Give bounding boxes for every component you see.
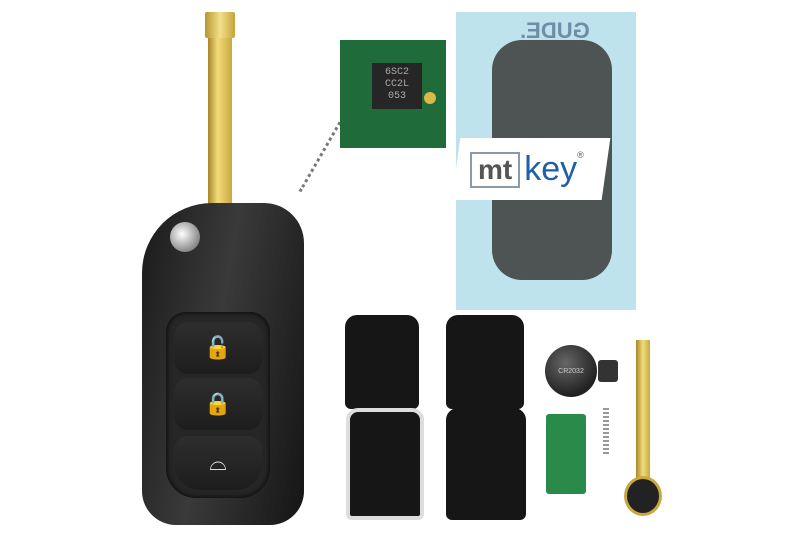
chip-marking: 6SC2 bbox=[384, 67, 409, 78]
lock-icon: 🔒 bbox=[204, 391, 232, 416]
trunk-icon: ⌓ bbox=[209, 450, 227, 475]
unlock-icon: 🔓 bbox=[204, 335, 232, 360]
spare-blade bbox=[636, 340, 650, 480]
coin-battery: CR2032 bbox=[545, 345, 597, 397]
shell-part bbox=[446, 408, 526, 520]
shell-part bbox=[346, 408, 424, 520]
logo-key: key bbox=[524, 150, 578, 188]
circuit-board bbox=[546, 414, 586, 494]
chip-marking: 053 bbox=[387, 91, 406, 102]
solder-pad bbox=[424, 92, 436, 104]
battery-label: CR2032 bbox=[558, 367, 584, 375]
lock-button: 🔒 bbox=[174, 378, 262, 430]
key-blade bbox=[208, 14, 232, 209]
spring bbox=[603, 408, 609, 456]
shell-part bbox=[345, 315, 419, 409]
key-blade-tip bbox=[205, 12, 235, 38]
manual-title: GUDE. bbox=[520, 18, 590, 43]
unlock-button: 🔓 bbox=[174, 322, 262, 374]
logo-mt: mt bbox=[470, 151, 521, 188]
small-button bbox=[598, 360, 618, 382]
chip-marking: CC2L bbox=[384, 79, 409, 90]
shell-part bbox=[446, 315, 524, 409]
trunk-button: ⌓ bbox=[174, 436, 262, 490]
chip: 6SC2 CC2L 053 bbox=[372, 63, 422, 109]
blade-holder bbox=[624, 476, 662, 516]
mtkey-logo: mt key ® bbox=[470, 150, 584, 189]
release-button bbox=[170, 222, 200, 252]
registered-mark: ® bbox=[577, 150, 584, 160]
